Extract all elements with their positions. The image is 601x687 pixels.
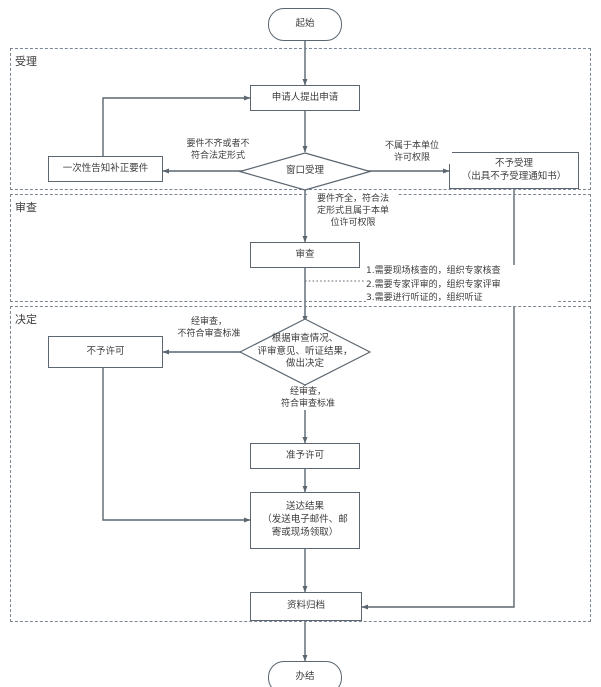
lane-review — [10, 194, 591, 302]
node-no-permit-label: 不予许可 — [86, 345, 125, 357]
lane-decision-label: 决定 — [15, 313, 37, 326]
node-deliver-result-line2: （发送电子邮件、邮 — [262, 514, 348, 526]
node-archive[interactable]: 资料归档 — [250, 592, 362, 621]
edge-label-qualified: 要件齐全，符合法 定形式且属于本单 位许可权限 — [309, 193, 397, 230]
node-start-label: 起始 — [295, 18, 315, 30]
lane-acceptance — [10, 48, 591, 190]
edge-label-out-of-scope: 不属于本单位 许可权限 — [372, 140, 452, 165]
lane-acceptance-label: 受理 — [15, 55, 37, 68]
node-examine-label: 审查 — [295, 248, 315, 260]
diamond-shape — [239, 152, 371, 191]
node-permit-granted[interactable]: 准予许可 — [250, 443, 360, 469]
node-permit-granted-label: 准予许可 — [285, 449, 324, 461]
edge-label-incomplete: 要件不齐或者不 符合法定形式 — [172, 138, 264, 163]
edge-label-pass-standard: 经审查， 符合审查标准 — [262, 386, 354, 411]
node-make-decision[interactable]: 根据审查情况、 评审意见、听证结果， 做出决定 — [239, 318, 371, 386]
node-archive-label: 资料归档 — [286, 600, 325, 612]
node-one-time-notice[interactable]: 一次性告知补正要件 — [48, 156, 163, 182]
node-end[interactable]: 办结 — [268, 661, 342, 687]
node-one-time-notice-label: 一次性告知补正要件 — [62, 162, 149, 174]
node-examine[interactable]: 审查 — [250, 242, 360, 268]
review-notes: 1.需要现场核查的，组织专家核查 2.需要专家评审的，组织专家评审 3.需要进行… — [366, 265, 556, 306]
node-not-accepted[interactable]: 不予受理 （出具不予受理通知书） — [449, 152, 579, 189]
node-start[interactable]: 起始 — [268, 8, 342, 41]
node-applicant-submit-label: 申请人提出申请 — [271, 91, 339, 103]
node-deliver-result-line3: 寄或现场领取） — [271, 526, 339, 538]
node-end-label: 办结 — [295, 671, 315, 683]
node-deliver-result[interactable]: 送达结果 （发送电子邮件、邮 寄或现场领取） — [250, 492, 360, 549]
node-no-permit[interactable]: 不予许可 — [48, 336, 163, 368]
lane-decision — [10, 306, 591, 622]
diamond-shape — [239, 318, 371, 386]
edge-label-fail-standard: 经审查， 不符合审查标准 — [163, 316, 255, 341]
node-not-accepted-line1: 不予受理 — [494, 157, 533, 169]
node-deliver-result-line1: 送达结果 — [285, 501, 324, 513]
lane-review-label: 审查 — [15, 201, 37, 214]
node-applicant-submit[interactable]: 申请人提出申请 — [250, 85, 360, 111]
node-not-accepted-line2: （出具不予受理通知书） — [461, 170, 567, 182]
